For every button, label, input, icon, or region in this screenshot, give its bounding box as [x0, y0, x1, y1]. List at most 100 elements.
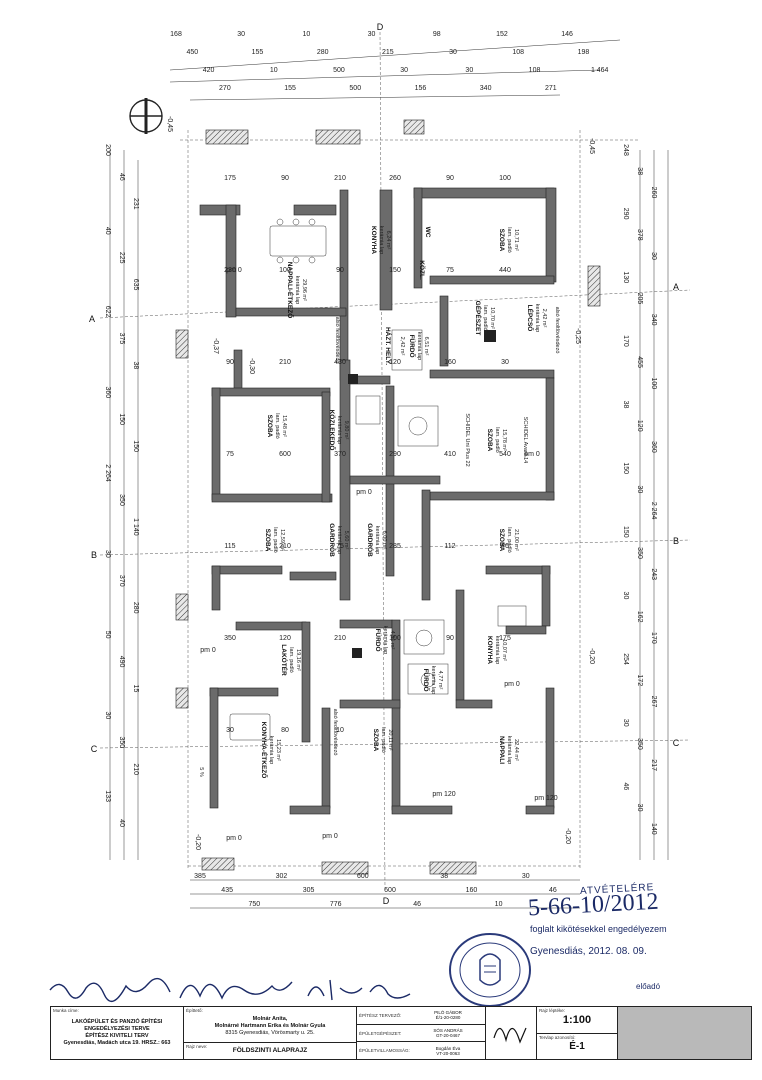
dimension-text: 2 264	[104, 464, 111, 482]
room-floor: kerámia lap	[382, 626, 388, 654]
client-label: Építtető:	[186, 1008, 203, 1013]
dimension-text: 46	[549, 887, 557, 894]
room-name: WC	[424, 227, 431, 238]
dimension-text: 260	[650, 187, 657, 199]
dimension-text: 46	[501, 543, 509, 550]
dimension-text: 267	[650, 696, 657, 708]
dimension-text: 30	[368, 31, 376, 38]
dimension-text: 230	[224, 267, 236, 274]
dimension-text: 168	[170, 31, 182, 38]
room-area: 6,00 m²	[381, 531, 387, 550]
level-mark: pm 0	[524, 451, 540, 458]
room-area: 2,42 m²	[541, 309, 547, 328]
dimension-text: 600	[384, 887, 396, 894]
room-floor: kerámia lap	[506, 736, 512, 764]
dimension-text: 40	[104, 227, 111, 235]
level-mark: -0,45	[166, 116, 173, 132]
room-name: SZOBA	[498, 229, 505, 252]
dimension-text: 302	[276, 873, 288, 880]
dimension-text: 150	[118, 413, 125, 425]
dimension-text: 210	[279, 543, 291, 550]
dimension-text: 350	[118, 494, 125, 506]
room-floor: lam. padló	[506, 527, 512, 552]
dimension-text: 30	[522, 873, 530, 880]
dimension-text: 200	[104, 144, 111, 156]
project-label: Munka címe:	[53, 1008, 79, 1013]
dimension-text: 305	[303, 887, 315, 894]
dimension-text: 2 264	[650, 502, 657, 520]
dimension-text: 420	[203, 67, 215, 74]
sheet-label: Tervlap azonosító:	[539, 1034, 576, 1040]
dimension-text: 30	[400, 67, 408, 74]
room-floor: kerámia lap	[336, 416, 342, 444]
dimension-text: 120	[636, 420, 643, 432]
dimension-text: 46	[622, 782, 629, 790]
dimension-text: 90	[226, 359, 234, 366]
dimension-text: 290	[622, 208, 629, 220]
level-mark: -0,20	[588, 648, 595, 664]
drawing-name: FÖLDSZINTI ALAPRAJZ	[232, 1046, 308, 1054]
dimension-text: 776	[330, 901, 342, 908]
dimension-text: 370	[118, 575, 125, 587]
room-name: FÜRDŐ	[408, 334, 417, 357]
plan-note: SCHIDEL Uni Plus 22	[464, 413, 470, 466]
dimension-text: 155	[284, 85, 296, 92]
room-floor: lam. padló	[274, 413, 280, 438]
section-marker: D	[377, 22, 384, 32]
fixtures	[229, 218, 527, 741]
dimension-text: 75	[446, 267, 454, 274]
room-area: 6,24 m²	[385, 231, 391, 250]
room-floor: kerámia lap	[336, 526, 342, 554]
client-names: Molnárné Hartmann Erika és Molnár Gyula	[214, 1023, 326, 1030]
room-area: 15,23 m²	[275, 739, 281, 761]
dimension-text: 1 140	[132, 518, 139, 536]
dimension-text: 340	[650, 314, 657, 326]
level-mark: -0,30	[248, 358, 255, 374]
section-marker: B	[673, 536, 679, 546]
north-arrow-icon	[129, 98, 163, 134]
dimension-text: 340	[480, 85, 492, 92]
dimension-text: 115	[224, 543, 235, 550]
dimension-text: 30	[237, 31, 245, 38]
signature-cell	[486, 1007, 537, 1059]
room-name: KONYHA-ÉTKEZŐ	[260, 722, 269, 779]
dimension-text: 600	[279, 451, 291, 458]
dimension-text: 38	[440, 873, 448, 880]
dimension-text: 455	[636, 356, 643, 368]
level-mark: -0,45	[588, 138, 595, 154]
room-name: SZOBA	[372, 729, 379, 752]
room-floor: kerámia lap	[494, 636, 500, 664]
dimension-text: 108	[512, 49, 524, 56]
dimension-texts: 1684504202703015510155102805005003021530…	[104, 31, 657, 908]
room-name: LAKÓTÉR	[280, 644, 289, 676]
room-name: SZOBA	[498, 529, 505, 552]
dimension-text: 175	[499, 635, 511, 642]
dimension-text: 350	[224, 635, 236, 642]
dimension-text: 30	[622, 719, 629, 727]
dimension-text: 270	[219, 85, 231, 92]
dimension-text: 215	[382, 49, 394, 56]
dimension-text: 112	[444, 543, 455, 550]
dimension-text: 254	[622, 653, 629, 665]
approval-place-date: Gyenesdiás, 2012. 08. 09.	[530, 946, 647, 957]
room-floor: kerámia lap	[430, 666, 436, 694]
dimension-text: 430	[334, 359, 346, 366]
level-mark: -0,37	[212, 338, 219, 354]
scale-label: Rajz léptéke:	[539, 1008, 566, 1013]
dimension-text: 210	[132, 763, 139, 775]
dimension-text: 225	[118, 252, 125, 264]
room-name: SZOBA	[486, 429, 493, 452]
dimension-text: 146	[561, 31, 573, 38]
dimension-text: 108	[529, 67, 541, 74]
dimension-text: 152	[496, 31, 508, 38]
dimension-text: 30	[636, 804, 643, 812]
room-area: 5,60 m²	[343, 531, 349, 550]
dimension-text: 30	[501, 359, 509, 366]
dimension-text: 30	[226, 727, 234, 734]
dimension-text: 285	[389, 543, 401, 550]
dimension-text: 385	[194, 873, 206, 880]
section-marker: C	[673, 738, 680, 748]
dimension-text: 133	[104, 790, 111, 802]
